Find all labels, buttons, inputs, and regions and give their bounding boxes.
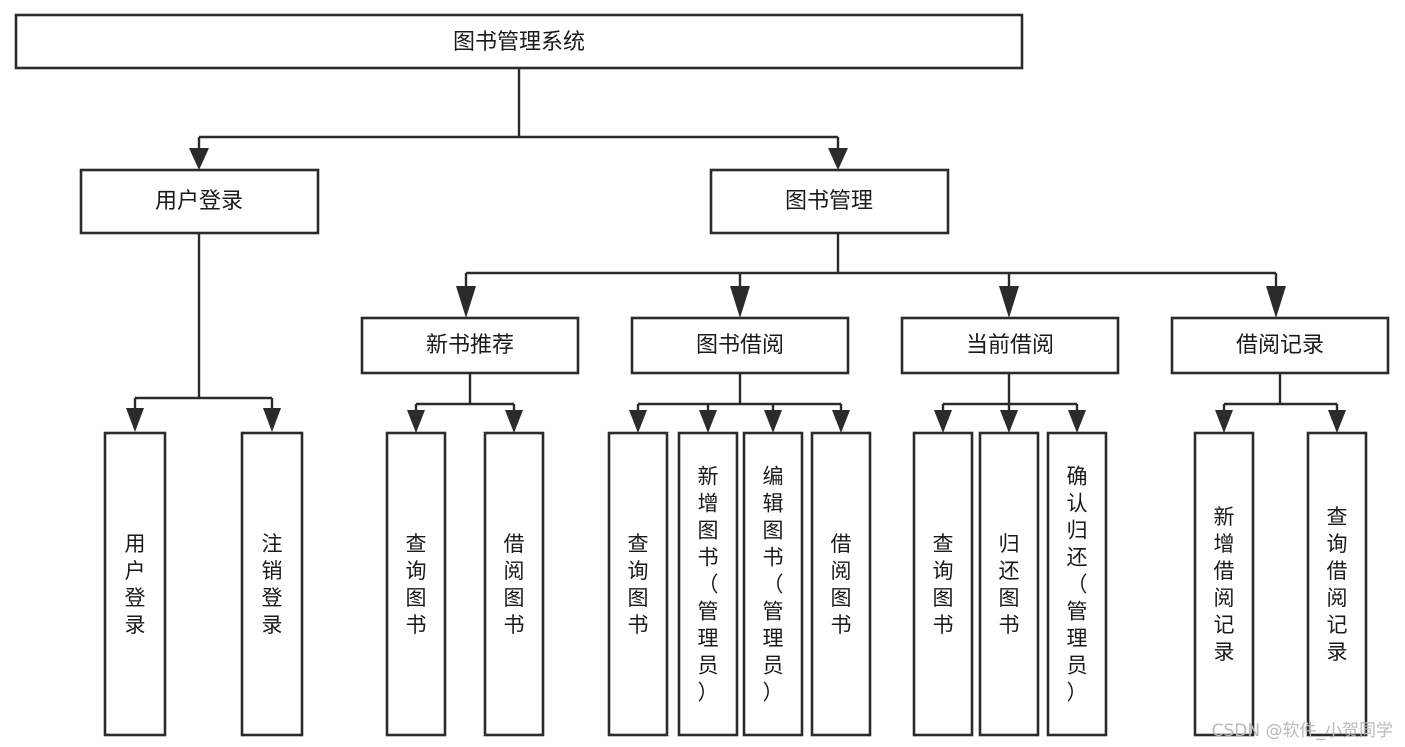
leaf-book-borrow-edit[interactable]: 编辑图书（管理员） [742, 431, 804, 737]
node-current-borrow-box[interactable] [900, 316, 1120, 375]
arrow-newbook-leaf-1 [407, 410, 425, 433]
arrow-borrowrecord-leaf-1 [1215, 410, 1233, 433]
leaf-book-borrow-query[interactable]: 查询图书 [607, 431, 669, 737]
leaf-new-book-query-label: 查询图书 [406, 532, 427, 637]
node-borrow-record-label: 借阅记录 [1236, 333, 1324, 358]
leaf-book-borrow-query-label: 查询图书 [628, 532, 649, 637]
leaf-current-borrow-return-box[interactable] [978, 431, 1040, 737]
leaf-borrow-record-add-box[interactable] [1193, 431, 1255, 737]
leaf-current-borrow-confirm-label: 确认归还（管理员） [1067, 465, 1088, 705]
arrow-newbook-leaf-2 [505, 410, 523, 433]
arrow-to-new-book [456, 286, 476, 318]
leaf-book-borrow-edit-box[interactable] [742, 431, 804, 737]
leaf-book-borrow-borrow-label: 借阅图书 [831, 532, 852, 637]
node-book-borrow[interactable]: 图书借阅 [630, 316, 850, 375]
connector-layer [126, 68, 1346, 433]
leaf-book-borrow-add-label: 新增图书（管理员） [698, 465, 719, 705]
node-borrow-record[interactable]: 借阅记录 [1170, 316, 1390, 375]
leaf-new-book-borrow-box[interactable] [483, 431, 545, 737]
arrow-bookborrow-leaf-2 [699, 410, 717, 433]
leaf-borrow-record-add[interactable]: 新增借阅记录 [1193, 431, 1255, 737]
leaf-book-borrow-add-box[interactable] [677, 431, 739, 737]
node-root[interactable]: 图书管理系统 [14, 13, 1024, 70]
leaf-book-borrow-add[interactable]: 新增图书（管理员） [677, 431, 739, 737]
arrow-to-leaf-user-login [126, 408, 144, 432]
node-book-manage-box[interactable] [709, 168, 950, 235]
node-current-borrow[interactable]: 当前借阅 [900, 316, 1120, 375]
leaf-current-borrow-query-label: 查询图书 [933, 532, 954, 637]
arrow-to-user-login [189, 148, 209, 170]
leaf-borrow-record-query[interactable]: 查询借阅记录 [1306, 431, 1368, 737]
leaf-new-book-borrow-label: 借阅图书 [504, 532, 525, 637]
leaf-borrow-record-query-box[interactable] [1306, 431, 1368, 737]
csdn-watermark: CSDN @软件_小贺同学 [1211, 721, 1393, 741]
leaf-current-borrow-confirm[interactable]: 确认归还（管理员） [1046, 431, 1108, 737]
node-current-borrow-label: 当前借阅 [966, 333, 1054, 358]
node-user-login-box[interactable] [79, 168, 320, 235]
leaf-book-borrow-edit-label: 编辑图书（管理员） [763, 465, 784, 705]
node-new-book-recommend-box[interactable] [360, 316, 580, 375]
node-new-book-recommend[interactable]: 新书推荐 [360, 316, 580, 375]
leaf-user-login-login-box[interactable] [103, 431, 167, 737]
leaf-book-borrow-borrow[interactable]: 借阅图书 [810, 431, 872, 737]
leaf-new-book-query[interactable]: 查询图书 [385, 431, 447, 737]
arrow-currentborrow-leaf-2 [1000, 410, 1018, 433]
node-book-borrow-label: 图书借阅 [696, 333, 784, 358]
node-new-book-recommend-label: 新书推荐 [426, 333, 514, 358]
node-root-label: 图书管理系统 [453, 30, 585, 55]
arrow-to-book-borrow [730, 286, 750, 318]
leaf-borrow-record-add-label: 新增借阅记录 [1214, 505, 1235, 664]
leaf-new-book-borrow[interactable]: 借阅图书 [483, 431, 545, 737]
leaf-borrow-record-query-label: 查询借阅记录 [1327, 505, 1348, 664]
leaf-current-borrow-query[interactable]: 查询图书 [912, 431, 974, 737]
node-user-login-label: 用户登录 [155, 189, 243, 214]
leaf-user-login-logout-box[interactable] [240, 431, 304, 737]
arrow-bookborrow-leaf-4 [832, 410, 850, 433]
node-root-box[interactable] [14, 13, 1024, 70]
arrow-currentborrow-leaf-1 [934, 410, 952, 433]
node-book-manage-label: 图书管理 [785, 189, 873, 214]
arrow-to-leaf-logout [263, 408, 281, 432]
leaf-new-book-query-box[interactable] [385, 431, 447, 737]
leaf-user-login-login[interactable]: 用户登录 [103, 431, 167, 737]
leaf-current-borrow-confirm-box[interactable] [1046, 431, 1108, 737]
leaf-current-borrow-return[interactable]: 归还图书 [978, 431, 1040, 737]
node-book-manage[interactable]: 图书管理 [709, 168, 950, 235]
arrow-to-book-manage [828, 148, 848, 170]
arrow-bookborrow-leaf-3 [764, 410, 782, 433]
arrow-borrowrecord-leaf-2 [1328, 410, 1346, 433]
leaf-user-login-logout[interactable]: 注销登录 [240, 431, 304, 737]
leaf-book-borrow-query-box[interactable] [607, 431, 669, 737]
node-borrow-record-box[interactable] [1170, 316, 1390, 375]
node-user-login[interactable]: 用户登录 [79, 168, 320, 235]
leaf-book-borrow-borrow-box[interactable] [810, 431, 872, 737]
leaf-current-borrow-query-box[interactable] [912, 431, 974, 737]
arrow-currentborrow-leaf-3 [1068, 410, 1086, 433]
arrow-bookborrow-leaf-1 [629, 410, 647, 433]
leaf-user-login-logout-label: 注销登录 [262, 532, 283, 637]
arrow-to-current-borrow [999, 286, 1019, 318]
leaf-current-borrow-return-label: 归还图书 [999, 532, 1020, 637]
arrow-to-borrow-record [1266, 286, 1286, 318]
node-book-borrow-box[interactable] [630, 316, 850, 375]
leaf-user-login-login-label: 用户登录 [125, 532, 146, 637]
